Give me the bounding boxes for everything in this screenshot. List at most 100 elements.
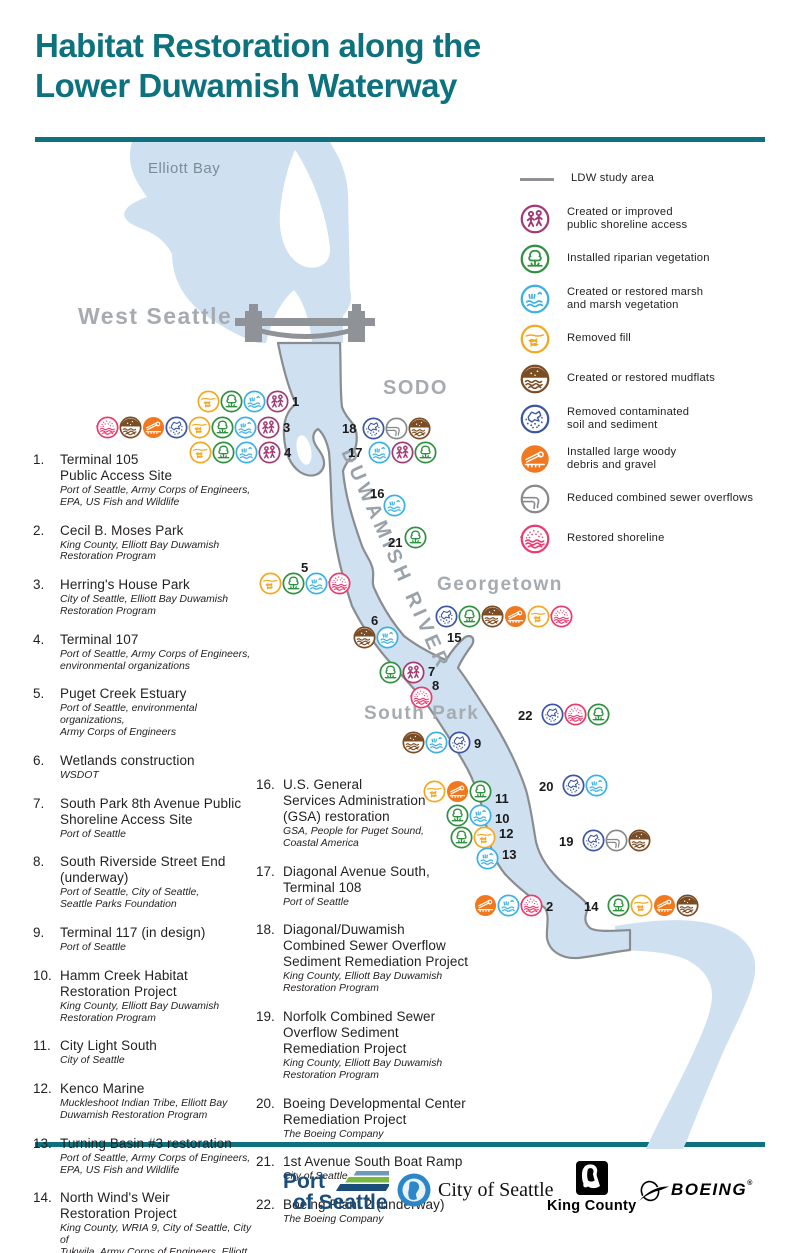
- legend-label: Installed riparian vegetation: [567, 252, 710, 265]
- waterway-split-land: [266, 290, 312, 343]
- site-credits: Port of Seattle: [283, 896, 349, 908]
- legend-label: Removed fill: [567, 332, 631, 345]
- label-georgetown: Georgetown: [437, 574, 563, 595]
- list-item: 18.Diagonal/Duwamish Combined Sewer Over…: [256, 922, 508, 995]
- label-west-seattle: West Seattle: [78, 303, 233, 329]
- bay-ne-land: [330, 142, 352, 180]
- site-name: Kenco Marine: [60, 1081, 145, 1097]
- riparian-icon: [520, 244, 550, 274]
- legend-row: Restored shoreline: [520, 524, 785, 554]
- list-item-number: 5.: [33, 686, 45, 702]
- list-item: 8.South Riverside Street End (underway)P…: [33, 854, 259, 911]
- site-credits: King County, Elliott Bay Duwamish Restor…: [283, 1057, 443, 1081]
- list-item-number: 3.: [33, 577, 45, 593]
- site-name: U.S. General Services Administration (GS…: [283, 777, 426, 824]
- footer-logos: Port of Seattle City of Seattle: [0, 1158, 800, 1238]
- site-name: Hamm Creek Habitat Restoration Project: [60, 967, 188, 999]
- title-line-2: Lower Duwamish Waterway: [35, 67, 457, 104]
- shore-icon: [520, 524, 550, 554]
- site-name: South Riverside Street End (underway): [60, 854, 226, 886]
- cso-icon: [520, 484, 550, 514]
- site-name: 1st Avenue South Boat Ramp: [283, 1154, 463, 1170]
- list-item-number: 20.: [256, 1095, 275, 1111]
- site-name: Puget Creek Estuary: [60, 686, 187, 702]
- port-stripes-icon: [335, 1171, 389, 1191]
- site-name: Boeing Plant 2 (underway): [283, 1197, 445, 1213]
- site-credits: King County, Elliott Bay Duwamish Restor…: [60, 1000, 220, 1024]
- site-name: Norfolk Combined Sewer Overflow Sediment…: [283, 1008, 436, 1056]
- king-county-logo: King County: [547, 1160, 636, 1214]
- legend-label: Removed contaminated soil and sediment: [567, 405, 690, 432]
- list-item-number: 22.: [256, 1197, 275, 1213]
- list-item-number: 14.: [33, 1190, 52, 1206]
- city-logo-text: City of Seattle: [438, 1178, 554, 1201]
- list-item: 20. Boeing Developmental Center Remediati…: [256, 1096, 508, 1141]
- site-credits: WSDOT: [60, 769, 99, 781]
- port-logo-text: Port: [283, 1170, 325, 1193]
- list-item-number: 4.: [33, 631, 45, 647]
- list-item: 22.Boeing Plant 2 (underway)The Boeing C…: [256, 1197, 508, 1226]
- legend-row: Removed contaminated soil and sediment: [520, 404, 785, 434]
- site-name: Boeing Developmental Center Remediation …: [283, 1095, 466, 1127]
- access-icon: [520, 204, 550, 234]
- legend-row: LDW study area: [520, 164, 785, 194]
- list-item-number: 8.: [33, 854, 45, 870]
- legend-label: Created or improved public shoreline acc…: [567, 205, 688, 232]
- legend-row: Installed riparian vegetation: [520, 244, 785, 274]
- slip-island: [296, 435, 312, 465]
- legend-label: LDW study area: [571, 172, 655, 185]
- site-name: Diagonal Avenue South, Terminal 108: [283, 863, 430, 895]
- ldw-river-water: [276, 341, 632, 960]
- list-item-number: 7.: [33, 795, 45, 811]
- label-south-park: South Park: [364, 703, 480, 724]
- site-name: South Park 8th Avenue Public Shoreline A…: [60, 795, 242, 827]
- site-name: Turning Basin #3 restoration: [60, 1135, 232, 1151]
- site-credits: Muckleshoot Indian Tribe, Elliott Bay Du…: [60, 1098, 228, 1121]
- label-elliott-bay: Elliott Bay: [148, 160, 221, 177]
- site-credits: City of Seattle, Elliott Bay Duwamish Re…: [60, 594, 229, 617]
- site-name: Diagonal/Duwamish Combined Sewer Overflo…: [283, 922, 469, 970]
- list-item-number: 12.: [33, 1081, 52, 1097]
- study-area-line-icon: [520, 177, 554, 181]
- list-item: 10.Hamm Creek Habitat Restoration Projec…: [33, 968, 259, 1025]
- site-credits: Port of Seattle, Army Corps of Engineers…: [60, 648, 251, 672]
- list-item-number: 21.: [256, 1154, 275, 1170]
- seattle-seal-icon: [397, 1173, 431, 1207]
- site-credits: Port of Seattle, environmental organizat…: [60, 703, 197, 738]
- fill-icon: [520, 324, 550, 354]
- site-credits: GSA, People for Puget Sound, Coastal Ame…: [283, 826, 424, 849]
- site-name: City Light South: [60, 1038, 157, 1054]
- marsh-icon: [520, 284, 550, 314]
- boeing-reg-mark: ®: [747, 1180, 754, 1187]
- list-item-number: 19.: [256, 1008, 275, 1024]
- list-item-number: 2.: [33, 522, 45, 538]
- site-name: Cecil B. Moses Park: [60, 522, 184, 538]
- legend-row: Created or restored marsh and marsh vege…: [520, 284, 785, 314]
- legend-row: Reduced combined sewer overflows: [520, 484, 785, 514]
- legend-label: Reduced combined sewer overflows: [567, 492, 754, 505]
- list-item-number: 1.: [33, 452, 45, 467]
- woody-icon: [520, 444, 550, 474]
- site-credits: City of Seattle: [60, 1055, 125, 1067]
- site-credits: Port of Seattle, Army Corps of Engineers…: [60, 485, 251, 508]
- port-logo-subtext: of Seattle: [293, 1191, 388, 1214]
- boeing-text: BOEING®: [671, 1180, 754, 1199]
- list-item-number: 6.: [33, 752, 45, 768]
- site-credits: King County, Elliott Bay Duwamish Restor…: [283, 971, 443, 995]
- site-credits: City of Seattle: [283, 1171, 348, 1183]
- site-credits: King County, WRIA 9, City of Seattle, Ci…: [60, 1223, 252, 1253]
- list-item-number: 13.: [33, 1135, 52, 1151]
- king-county-text: King County: [547, 1198, 637, 1214]
- legend-row: Created or restored mudflats: [520, 364, 785, 394]
